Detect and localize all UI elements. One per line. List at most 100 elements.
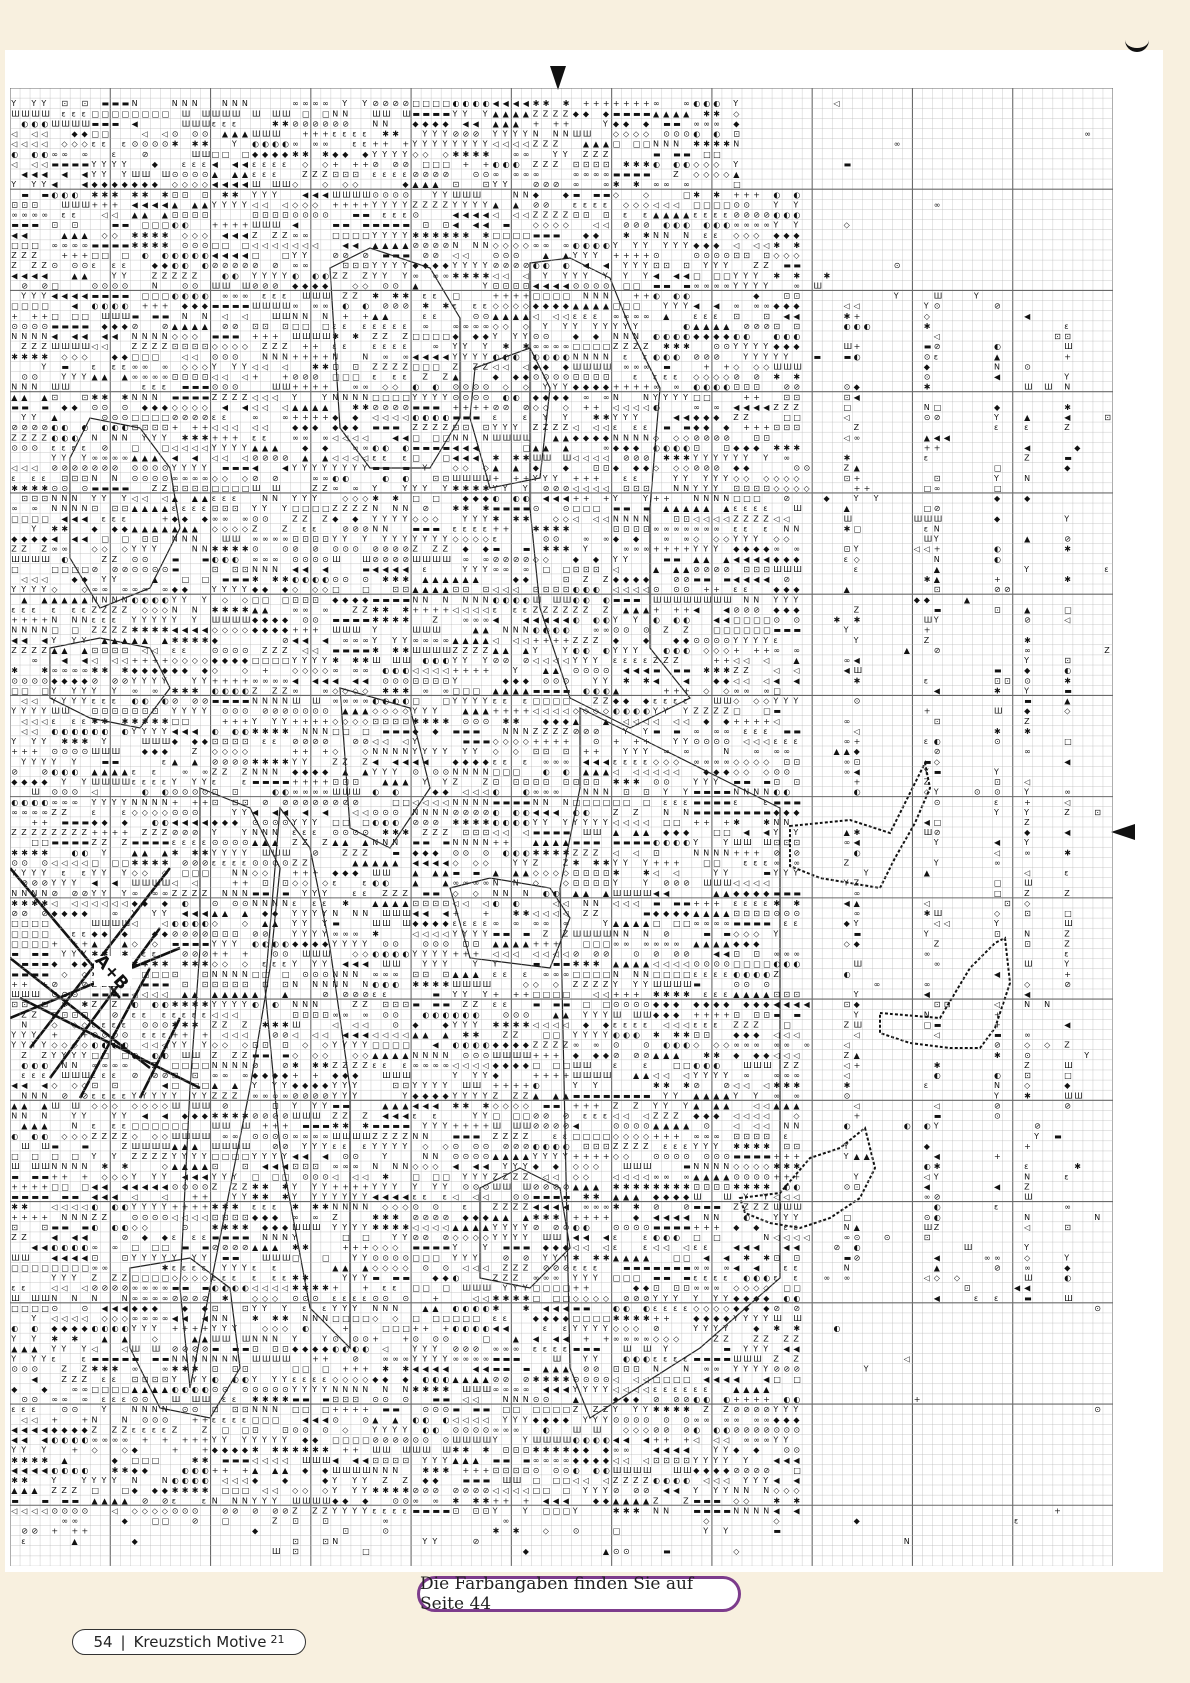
stitch-symbol: ✱ bbox=[463, 818, 470, 827]
stitch-symbol: ▲ bbox=[994, 352, 1001, 361]
stitch-symbol: ∞ bbox=[162, 585, 169, 594]
stitch-symbol: ∞ bbox=[1084, 130, 1091, 139]
stitch-symbol: Z bbox=[362, 848, 368, 857]
stitch-symbol: ∞ bbox=[21, 808, 28, 817]
stitch-symbol: ε bbox=[232, 494, 236, 503]
stitch-symbol: ⊡ bbox=[994, 778, 1001, 787]
stitch-symbol: N bbox=[473, 767, 479, 776]
stitch-symbol: Y bbox=[371, 484, 377, 493]
stitch-symbol: ⊙ bbox=[563, 504, 570, 513]
stitch-symbol: ◐ bbox=[653, 292, 660, 301]
stitch-symbol: □ bbox=[994, 484, 1002, 493]
stitch-symbol: Z bbox=[924, 778, 930, 787]
stitch-symbol: ∞ bbox=[523, 565, 530, 574]
stitch-symbol: N bbox=[372, 524, 378, 533]
stitch-symbol: ▬ bbox=[92, 241, 100, 250]
stitch-symbol: ▬ bbox=[112, 292, 120, 301]
stitch-symbol: ◀ bbox=[513, 99, 520, 108]
stitch-symbol: ∞ bbox=[122, 454, 129, 463]
stitch-symbol: □ bbox=[523, 443, 531, 452]
stitch-symbol: Y bbox=[612, 646, 618, 655]
stitch-symbol: Y bbox=[602, 322, 608, 331]
stitch-symbol: N bbox=[493, 889, 499, 898]
stitch-symbol: ⊙ bbox=[382, 676, 389, 685]
stitch-symbol: ▬ bbox=[643, 909, 651, 918]
stitch-symbol: ▲ bbox=[513, 120, 520, 129]
stitch-symbol: Y bbox=[702, 778, 708, 787]
stitch-symbol: Y bbox=[301, 757, 307, 766]
stitch-symbol: ✱ bbox=[11, 899, 18, 908]
stitch-symbol: + bbox=[854, 484, 861, 493]
stitch-symbol: ✱ bbox=[282, 120, 289, 129]
stitch-symbol: ε bbox=[773, 737, 777, 746]
stitch-symbol: + bbox=[653, 605, 660, 614]
stitch-symbol: Ш bbox=[112, 778, 121, 787]
stitch-symbol: □ bbox=[412, 433, 420, 442]
stitch-symbol: ▲ bbox=[152, 524, 159, 533]
stitch-symbol: ∞ bbox=[322, 474, 329, 483]
stitch-symbol: ∞ bbox=[412, 271, 419, 280]
stitch-symbol: Z bbox=[21, 433, 27, 442]
stitch-symbol: ◇ bbox=[182, 231, 189, 240]
stitch-symbol: ⊙ bbox=[623, 626, 630, 635]
stitch-symbol: Z bbox=[342, 292, 348, 301]
stitch-symbol: Y bbox=[672, 302, 678, 311]
stitch-symbol: N bbox=[593, 292, 599, 301]
stitch-symbol: ◀ bbox=[82, 292, 89, 301]
stitch-symbol: ◐ bbox=[683, 443, 690, 452]
stitch-symbol: ◇ bbox=[392, 707, 399, 716]
stitch-symbol: ε bbox=[162, 383, 166, 392]
stitch-symbol: ◇ bbox=[453, 535, 460, 544]
stitch-symbol: Y bbox=[411, 747, 417, 756]
stitch-symbol: ◁ bbox=[40, 140, 47, 149]
stitch-symbol: ▬ bbox=[533, 686, 541, 695]
stitch-symbol: ⊙ bbox=[382, 282, 389, 291]
stitch-symbol: ◇ bbox=[222, 626, 229, 635]
stitch-symbol: ▲ bbox=[673, 565, 680, 574]
stitch-symbol: Z bbox=[783, 403, 789, 412]
stitch-symbol: ⊡ bbox=[242, 565, 249, 574]
stitch-symbol: + bbox=[362, 160, 369, 169]
stitch-symbol: □ bbox=[1064, 737, 1072, 746]
stitch-symbol: ◇ bbox=[523, 383, 530, 392]
stitch-symbol: ◇ bbox=[503, 383, 510, 392]
stitch-symbol: ◐ bbox=[312, 575, 319, 584]
stitch-symbol: Ш bbox=[31, 555, 40, 564]
stitch-symbol: ∞ bbox=[342, 697, 349, 706]
stitch-symbol: Ш bbox=[463, 474, 472, 483]
stitch-symbol: ◆ bbox=[733, 545, 740, 554]
stitch-symbol: □ bbox=[633, 282, 641, 291]
stitch-symbol: Z bbox=[593, 848, 599, 857]
stitch-symbol: ◇ bbox=[563, 869, 570, 878]
stitch-symbol: Y bbox=[482, 697, 488, 706]
stitch-symbol: ◁ bbox=[632, 899, 639, 908]
stitch-symbol: ◆ bbox=[282, 616, 289, 625]
stitch-symbol: ✱ bbox=[142, 231, 149, 240]
stitch-symbol: ✱ bbox=[854, 676, 861, 685]
stitch-symbol: N bbox=[31, 626, 37, 635]
stitch-symbol: ◁ bbox=[943, 919, 950, 928]
stitch-symbol: ∞ bbox=[713, 727, 720, 736]
stitch-symbol: Ш bbox=[382, 109, 391, 118]
stitch-symbol: Z bbox=[563, 211, 569, 220]
stitch-symbol: ◇ bbox=[352, 494, 359, 503]
stitch-symbol: ⊙ bbox=[302, 555, 309, 564]
stitch-symbol: ◇ bbox=[122, 545, 129, 554]
stitch-symbol: Y bbox=[742, 352, 748, 361]
stitch-symbol: ◁ bbox=[101, 899, 108, 908]
stitch-symbol: ∞ bbox=[302, 605, 309, 614]
stitch-symbol: ▬ bbox=[332, 221, 340, 230]
stitch-symbol: Y bbox=[1063, 514, 1069, 523]
stitch-symbol: Y bbox=[121, 798, 127, 807]
stitch-symbol: ∞ bbox=[332, 666, 339, 675]
stitch-symbol: □ bbox=[142, 109, 150, 118]
stitch-symbol: Ш bbox=[282, 383, 291, 392]
stitch-symbol: Y bbox=[792, 869, 798, 878]
stitch-symbol: ◐ bbox=[102, 302, 109, 311]
stitch-symbol: N bbox=[242, 869, 248, 878]
stitch-symbol: Y bbox=[101, 798, 107, 807]
stitch-symbol: ⊡ bbox=[422, 676, 429, 685]
stitch-symbol: Ш bbox=[573, 130, 582, 139]
stitch-symbol: ◐ bbox=[322, 271, 329, 280]
stitch-symbol: ⊙ bbox=[192, 241, 199, 250]
